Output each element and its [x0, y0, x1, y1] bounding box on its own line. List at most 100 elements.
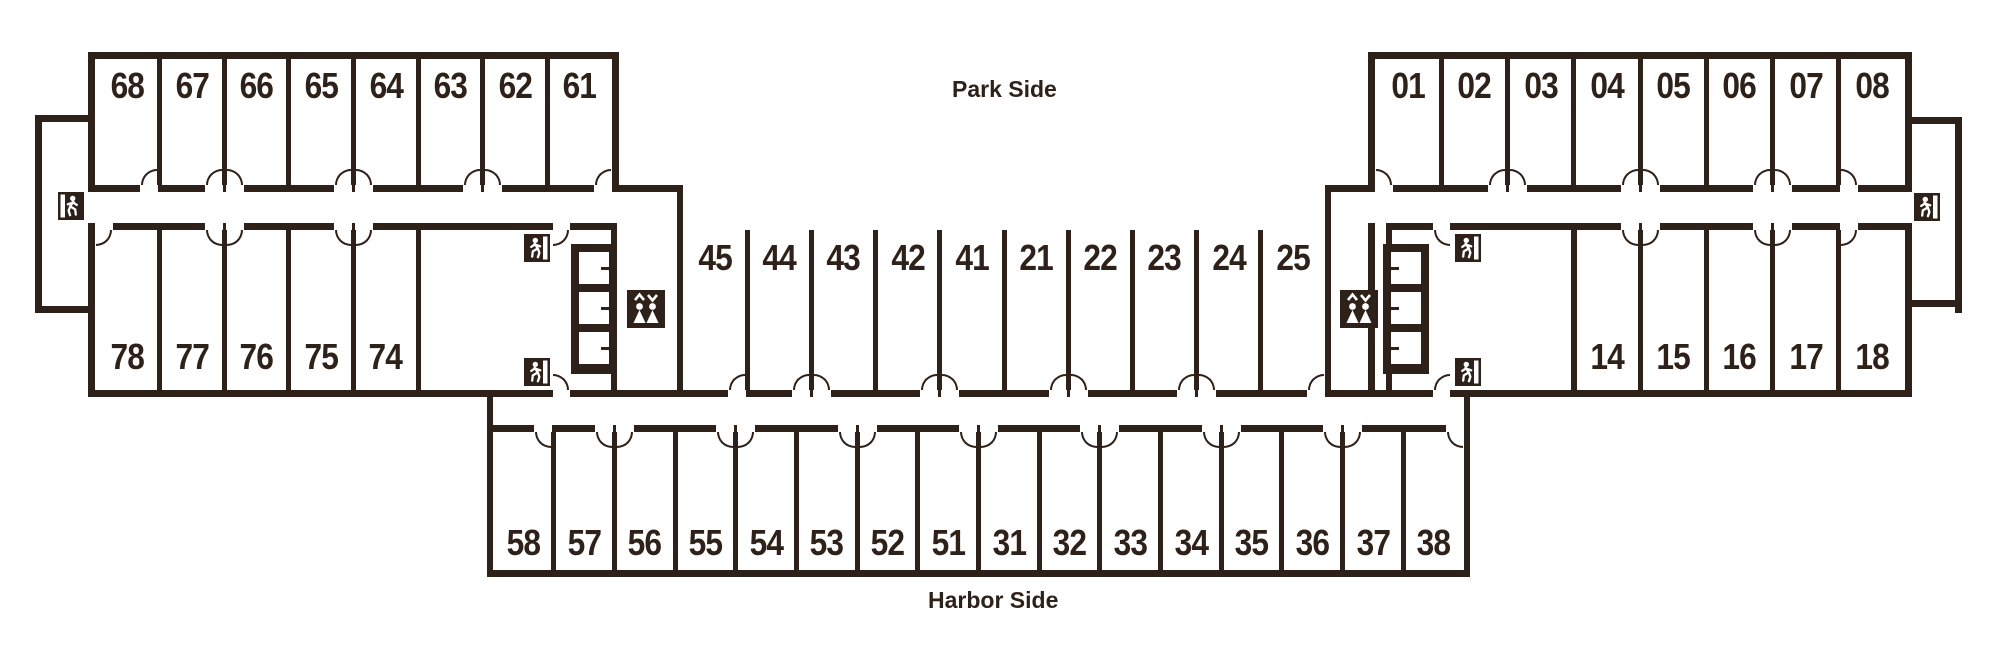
room-divider-wall — [1097, 432, 1103, 570]
wall — [612, 52, 619, 192]
door-opening — [791, 390, 810, 397]
room-number: 74 — [368, 336, 403, 377]
room-divider-wall — [157, 230, 163, 397]
door-opening — [225, 223, 244, 230]
room-divider-wall — [1218, 432, 1224, 570]
door-arc — [813, 374, 830, 390]
room-number: 54 — [749, 522, 783, 563]
door-opening — [1323, 425, 1342, 432]
room-number: 68 — [110, 65, 145, 106]
door-arc — [1070, 374, 1087, 390]
door-opening — [333, 223, 352, 230]
room-divider-wall — [1438, 52, 1444, 192]
room-divider-wall — [1505, 52, 1510, 192]
room-divider-wall — [221, 52, 227, 192]
room-number: 01 — [1391, 65, 1425, 106]
room-divider-wall — [1703, 230, 1709, 397]
door-opening — [1307, 390, 1325, 397]
door-opening — [1201, 425, 1220, 432]
door-opening — [737, 425, 756, 432]
room-divider-wall — [415, 52, 421, 192]
door-arc — [226, 169, 243, 185]
door-opening — [1620, 223, 1639, 230]
door-arc — [205, 230, 222, 246]
elevator-door-handle — [601, 347, 609, 350]
door-arc — [921, 374, 938, 390]
door-arc — [335, 169, 351, 185]
room-number: 67 — [175, 65, 209, 106]
door-arc — [464, 169, 481, 185]
harbor-side-label: Harbor Side — [928, 587, 1059, 613]
wall — [88, 390, 1912, 397]
room-number: 16 — [1722, 336, 1757, 377]
room-number: 02 — [1457, 65, 1492, 106]
room-divider-wall — [1001, 230, 1007, 390]
door-opening — [1177, 390, 1196, 397]
room-number: 03 — [1523, 65, 1558, 106]
room-divider-wall — [1703, 52, 1709, 192]
room-number: 75 — [304, 336, 338, 377]
room-number: 64 — [369, 65, 403, 106]
room-divider-wall — [937, 230, 943, 390]
room-divider-wall — [415, 230, 421, 397]
door-opening — [1488, 185, 1506, 192]
door-opening — [1774, 185, 1792, 192]
wall — [1905, 223, 1912, 397]
wall — [1955, 117, 1962, 313]
wall — [88, 185, 683, 192]
door-arc — [1434, 230, 1450, 246]
door-opening — [1753, 185, 1771, 192]
door-arc — [1447, 432, 1463, 448]
room-number: 24 — [1211, 237, 1246, 278]
room-divider-wall — [480, 52, 486, 192]
door-opening — [1375, 185, 1393, 192]
room-divider-wall — [350, 230, 356, 397]
room-divider-wall — [611, 432, 617, 570]
room-divider-wall — [793, 432, 799, 570]
room-divider-wall — [733, 432, 739, 570]
room-number: 52 — [870, 522, 905, 563]
door-opening — [858, 425, 877, 432]
room-number: 63 — [433, 65, 468, 106]
room-divider-wall — [873, 230, 879, 390]
wall — [35, 115, 42, 313]
door-arc — [595, 432, 612, 448]
door-arc — [1308, 374, 1324, 390]
park-side-label: Park Side — [952, 76, 1057, 102]
elevator-door-handle — [1391, 347, 1399, 350]
door-opening — [941, 390, 960, 397]
room-number: 08 — [1855, 65, 1889, 106]
door-arc — [205, 169, 222, 185]
door-opening — [727, 390, 746, 397]
door-opening — [225, 185, 244, 192]
door-arc — [616, 432, 633, 448]
door-arc — [1621, 230, 1638, 246]
door-opening — [140, 185, 159, 192]
door-arc — [595, 169, 611, 185]
room-divider-wall — [157, 52, 163, 192]
door-opening — [1433, 390, 1450, 397]
door-arc — [1178, 374, 1195, 390]
door-opening — [1433, 223, 1450, 230]
door-opening — [594, 185, 612, 192]
door-opening — [484, 185, 503, 192]
room-divider-wall — [351, 52, 356, 192]
door-arc — [1841, 169, 1858, 185]
wall — [1464, 390, 1470, 577]
door-arc — [981, 432, 997, 448]
room-divider-wall — [854, 432, 860, 570]
room-number: 06 — [1722, 65, 1757, 106]
room-divider-wall — [551, 432, 557, 570]
elevator-door — [577, 330, 611, 366]
wall — [1325, 185, 1331, 390]
room-number: 78 — [110, 336, 145, 377]
room-divider-wall — [1770, 230, 1776, 397]
room-number: 51 — [931, 522, 965, 563]
door-opening — [1101, 425, 1120, 432]
room-divider-wall — [976, 432, 981, 570]
door-opening — [334, 185, 352, 192]
room-number: 21 — [1019, 237, 1053, 278]
room-divider-wall — [672, 432, 678, 570]
door-arc — [1049, 374, 1066, 390]
elevator-door-handle — [1391, 267, 1399, 270]
